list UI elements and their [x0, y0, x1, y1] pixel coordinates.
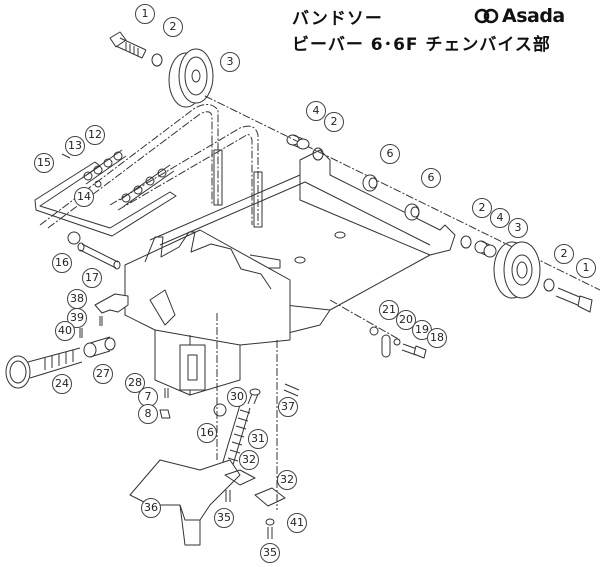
part-callout-35: 35: [260, 543, 280, 563]
fastener-group-18-21: [369, 326, 427, 359]
part-callout-15: 15: [34, 153, 54, 173]
part-callout-37: 37: [278, 397, 298, 417]
part-callout-32: 32: [277, 470, 297, 490]
part-callout-20: 20: [396, 310, 416, 330]
plate-part-32b: [254, 487, 286, 507]
washer-part-2: [151, 53, 163, 67]
collar-part-6a: [362, 174, 378, 192]
snap-ring-part-16b: [213, 403, 227, 417]
collar-part-6b: [404, 203, 420, 221]
double-ring-logo-icon: [474, 8, 499, 24]
part-callout-3: 3: [508, 218, 528, 238]
bolt-part-1-top: [109, 31, 147, 59]
plate-part-15: [34, 161, 177, 237]
washer-part-2d: [543, 278, 555, 292]
part-callout-17: 17: [82, 268, 102, 288]
jaw-block: [124, 229, 291, 396]
bushing-part-4b: [474, 240, 497, 258]
part-callout-38: 38: [67, 289, 87, 309]
part-callout-2: 2: [324, 112, 344, 132]
part-callout-32: 32: [239, 450, 259, 470]
part-callout-28: 28: [125, 373, 145, 393]
part-callout-24: 24: [52, 374, 72, 394]
part-callout-31: 31: [248, 429, 268, 449]
part-callout-35: 35: [214, 508, 234, 528]
nut-part-27: [83, 336, 116, 358]
part-callout-40: 40: [55, 321, 75, 341]
product-category-title: バンドソー: [292, 9, 383, 29]
snap-ring-part-16: [67, 231, 81, 245]
plate-part-32a: [224, 469, 256, 486]
bolt-part-1b: [555, 287, 593, 313]
part-callout-8: 8: [138, 404, 158, 424]
model-section-title: ビーバー 6･6F チェンバイス部: [292, 35, 551, 55]
part-callout-12: 12: [85, 125, 105, 145]
part-callout-14: 14: [74, 187, 94, 207]
nut-part-14: [94, 180, 102, 188]
part-callout-4: 4: [306, 101, 326, 121]
spring-part-31: [221, 404, 251, 469]
part-callout-27: 27: [93, 364, 113, 384]
center-line: [329, 299, 401, 341]
part-callout-16: 16: [197, 423, 217, 443]
washer-part-41: [265, 518, 275, 526]
part-callout-36: 36: [141, 498, 161, 518]
part-callout-4: 4: [490, 208, 510, 228]
part-callout-2: 2: [472, 198, 492, 218]
part-callout-30: 30: [227, 387, 247, 407]
spring-part-7: [164, 388, 169, 398]
part-callout-6: 6: [421, 168, 441, 188]
part-callout-41: 41: [287, 513, 307, 533]
part-callout-3: 3: [220, 52, 240, 72]
knob-screw-part-24: [5, 347, 83, 389]
part-callout-2: 2: [163, 17, 183, 37]
part-callout-6: 6: [380, 144, 400, 164]
part-callout-1: 1: [576, 258, 596, 278]
screw-part-35b: [267, 527, 273, 539]
roller-part-3-top: [168, 48, 214, 108]
washer-part-2c: [460, 235, 472, 249]
brand-name: Asada: [502, 5, 565, 27]
brand-logo: Asada: [474, 5, 565, 27]
screw-part-13: [61, 153, 71, 159]
part-callout-1: 1: [135, 4, 155, 24]
part-callout-16: 16: [52, 253, 72, 273]
screw-part-35a: [225, 490, 231, 502]
bushing-part-4-top: [286, 134, 310, 150]
pin-part-37: [283, 383, 300, 397]
part-callout-18: 18: [427, 328, 447, 348]
chain-part-12: [81, 149, 263, 228]
part-callout-13: 13: [65, 136, 85, 156]
washer-part-2b: [312, 147, 324, 161]
spring-pin-part-39: [99, 316, 103, 326]
part-callout-21: 21: [379, 300, 399, 320]
nut-part-8: [159, 409, 171, 419]
screw-part-30: [247, 388, 261, 405]
latch-part-38: [94, 293, 129, 314]
title-block: バンドソー ビーバー 6･6F チェンバイス部: [292, 6, 551, 58]
pin-part-17: [77, 242, 121, 270]
part-callout-2: 2: [554, 244, 574, 264]
pin-part-40: [79, 328, 83, 338]
roller-part-3b: [493, 241, 541, 299]
